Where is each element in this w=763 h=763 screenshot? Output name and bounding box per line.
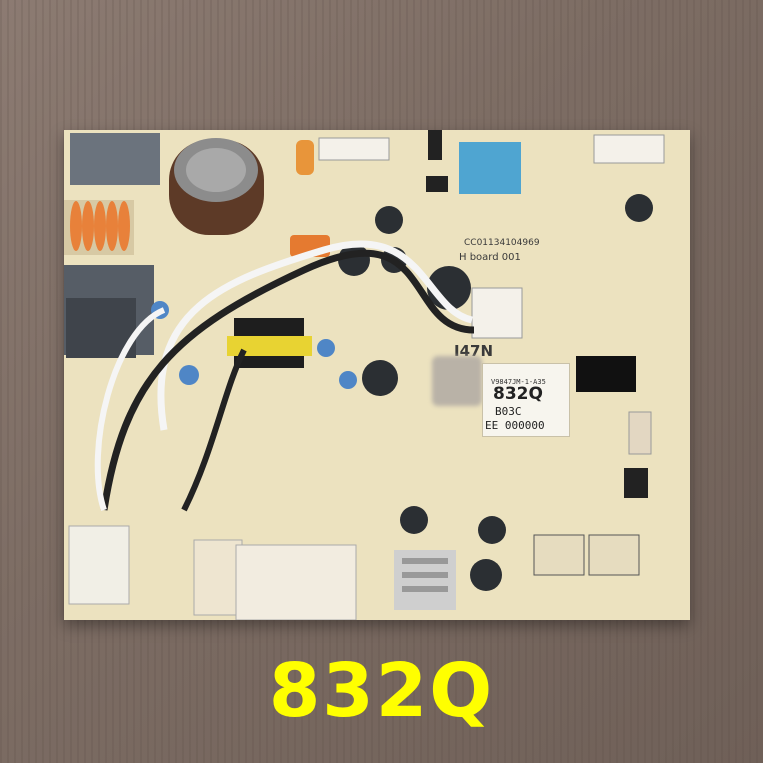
white-wire	[157, 240, 473, 431]
relay-top-left	[70, 133, 160, 185]
relay-bottom-left	[68, 525, 130, 605]
coil-inductor	[64, 200, 134, 255]
board-components	[64, 130, 665, 621]
main-capacitor	[169, 138, 264, 235]
sticker-code: B03C	[495, 405, 522, 418]
blurred-patch	[432, 356, 482, 406]
sticker-model: 832Q	[493, 384, 543, 404]
heatsink	[394, 550, 456, 610]
sticker-serial: EE 000000	[485, 419, 545, 432]
connector-top	[318, 137, 390, 161]
connector-top-right	[593, 134, 665, 164]
part-number-text: CC01134104969	[464, 238, 540, 248]
capacitor-small-1	[375, 206, 403, 234]
blue-connector	[459, 142, 521, 194]
black-wire	[100, 249, 475, 511]
ic-tag-text: I47N	[454, 342, 494, 360]
circuit-board: H board 001 CC01134104969 I47N	[64, 130, 690, 621]
switch	[428, 130, 442, 160]
model-sticker: V9847JM-1-A35 832Q B03C EE 000000	[482, 363, 570, 437]
sticker-line1: V9847JM-1-A35	[491, 378, 546, 386]
relay-bottom-main	[235, 544, 357, 621]
orange-capacitor	[296, 140, 314, 175]
ic-chip	[576, 356, 636, 392]
connector-mid	[471, 287, 523, 339]
relay-bottom-mid	[193, 539, 243, 616]
model-caption: 832Q	[268, 648, 495, 734]
board-name-text: H board 001	[459, 252, 521, 263]
